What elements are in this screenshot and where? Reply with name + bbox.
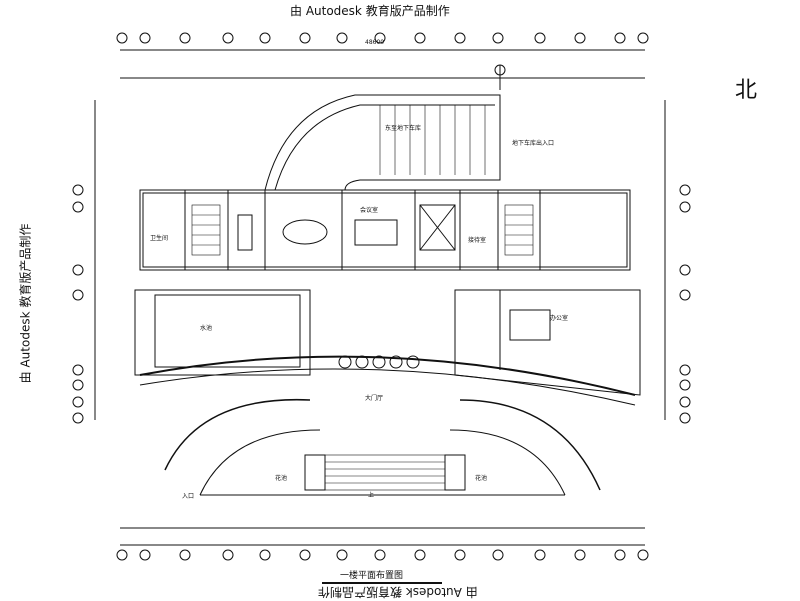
label-flower-left: 花池 bbox=[275, 474, 287, 482]
label-garage-note: 地下车库出入口 bbox=[512, 139, 554, 147]
revolving-door bbox=[338, 355, 352, 369]
office-desk bbox=[509, 309, 551, 341]
north-label: 北 bbox=[735, 78, 758, 103]
driveway-curve-left-inner bbox=[199, 429, 321, 496]
driveway-curve-right-inner bbox=[449, 429, 566, 496]
elevator-shaft bbox=[419, 204, 456, 251]
driveway-curve-left-outer bbox=[164, 398, 311, 471]
title-underline bbox=[322, 582, 442, 584]
label-reception: 接待室 bbox=[468, 236, 486, 244]
revolving-door bbox=[372, 355, 386, 369]
meeting-table bbox=[354, 219, 398, 246]
revolving-door bbox=[355, 355, 369, 369]
label-pond: 水池 bbox=[200, 324, 212, 332]
row-grid-bubbles-left bbox=[72, 184, 84, 424]
long-table bbox=[237, 214, 253, 251]
label-stair-top: 东至地下车库 bbox=[385, 124, 421, 132]
curved-ramp-inner bbox=[274, 104, 495, 191]
curved-ramp bbox=[264, 94, 501, 191]
north-arrow-icon bbox=[494, 64, 506, 90]
planter-right bbox=[444, 454, 466, 491]
exhibition-hall bbox=[154, 294, 301, 368]
stairs-left bbox=[191, 204, 221, 256]
label-entry: 入口 bbox=[182, 493, 194, 500]
south-wing-right bbox=[454, 289, 641, 396]
label-meeting: 会议室 bbox=[360, 206, 378, 214]
planter-left bbox=[304, 454, 326, 491]
ramp-hatching bbox=[379, 105, 486, 175]
south-wing-left bbox=[134, 289, 311, 376]
lobby-curve-wall bbox=[139, 355, 636, 396]
label-lobby: 大门厅 bbox=[365, 394, 383, 402]
label-office: 办公室 bbox=[550, 314, 568, 322]
revolving-door bbox=[389, 355, 403, 369]
lobby-curve-wall-inner bbox=[139, 368, 636, 406]
watermark-left: 由 Autodesk 教育版产品制作 bbox=[18, 223, 33, 384]
column-grid-labels bbox=[116, 32, 649, 44]
north-wing-outline bbox=[139, 189, 631, 271]
label-flower-right: 花池 bbox=[475, 474, 487, 482]
dimension-total: 48600 bbox=[365, 39, 384, 46]
watermark-top: 由 Autodesk 教育版产品制作 bbox=[290, 4, 450, 18]
north-wing-inner bbox=[142, 192, 628, 268]
elevator-x bbox=[419, 204, 456, 251]
row-grid-bubbles-right bbox=[679, 184, 691, 424]
entrance-steps bbox=[324, 454, 446, 491]
drawing-title: 一楼平面布置图 bbox=[340, 571, 404, 581]
driveway-curve-right-outer bbox=[459, 399, 601, 491]
column-grid-bubbles-bottom bbox=[116, 549, 649, 561]
oval-conference-table bbox=[282, 219, 328, 245]
watermark-bottom: 由 Autodesk 教育版产品制作 bbox=[318, 585, 478, 599]
label-restroom: 卫生间 bbox=[150, 234, 168, 242]
label-up: 上 bbox=[368, 491, 374, 499]
revolving-door bbox=[406, 355, 420, 369]
stairs-right bbox=[504, 204, 534, 256]
